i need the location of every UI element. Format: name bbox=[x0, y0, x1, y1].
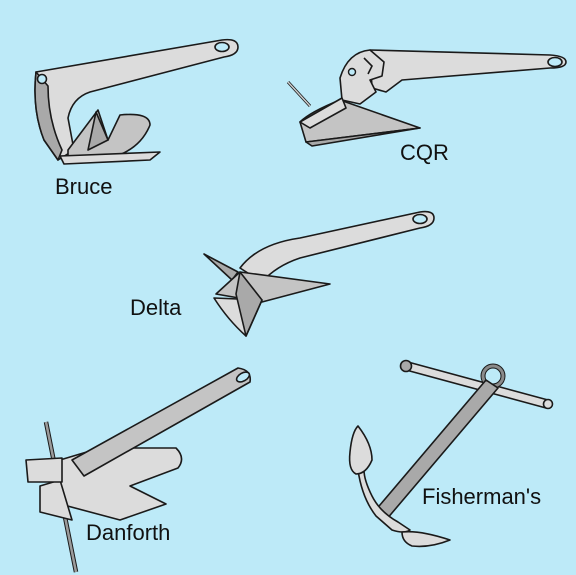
cqr-anchor bbox=[286, 49, 567, 147]
delta-label: Delta bbox=[130, 295, 182, 320]
danforth-anchor bbox=[25, 367, 252, 573]
danforth-label: Danforth bbox=[86, 520, 171, 545]
fisherman-label: Fisherman's bbox=[422, 484, 542, 509]
bruce-label: Bruce bbox=[55, 174, 113, 199]
bruce-anchor bbox=[34, 38, 239, 165]
delta-anchor bbox=[203, 210, 435, 337]
fisherman-anchor bbox=[348, 359, 554, 548]
cqr-label: CQR bbox=[400, 140, 449, 165]
